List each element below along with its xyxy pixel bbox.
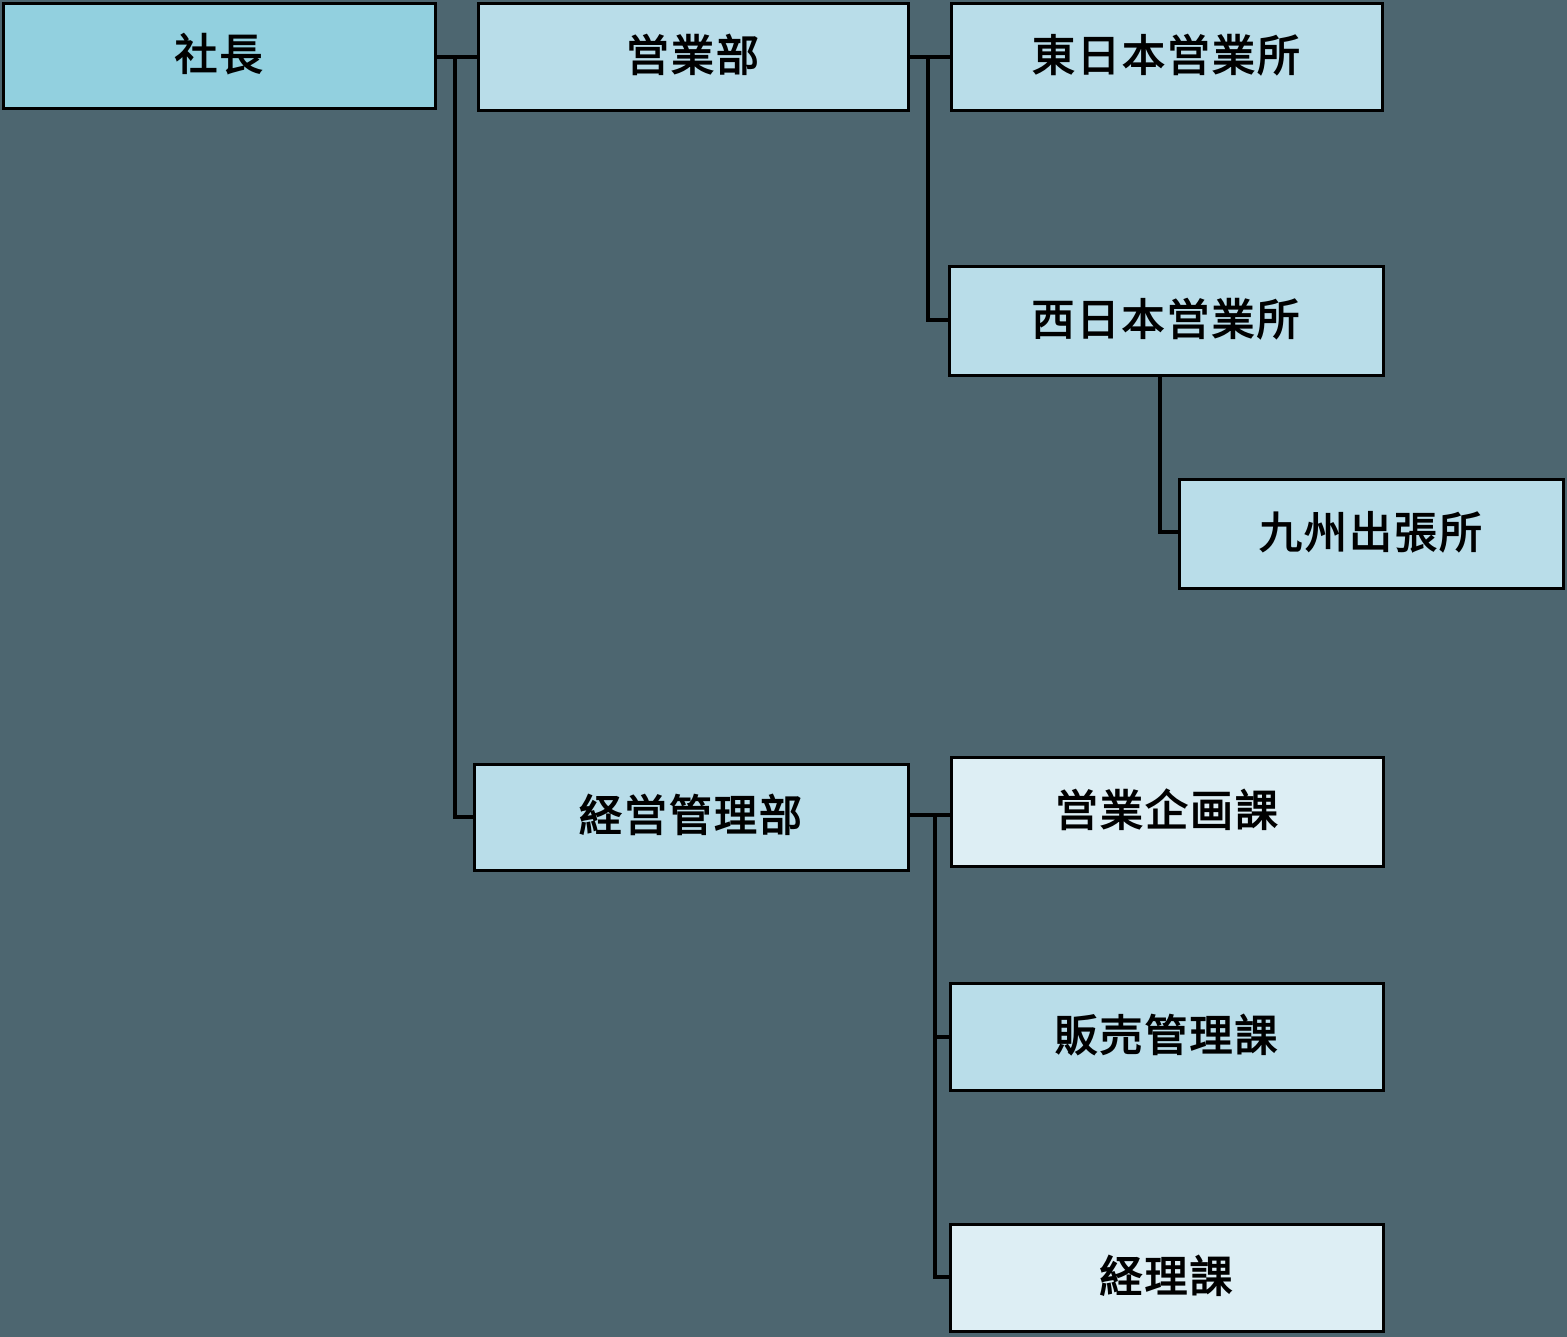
org-node-sales-dept-label: 営業部 <box>626 31 761 82</box>
org-node-sales-admin: 販売管理課 <box>949 982 1385 1092</box>
connector-sales-dept-to-west-japan-office <box>926 318 950 322</box>
connector-president-to-sales-dept <box>437 55 477 59</box>
org-node-management-dept: 経営管理部 <box>473 763 910 872</box>
org-node-accounting: 経理課 <box>949 1223 1385 1333</box>
org-node-sales-planning-label: 営業企画課 <box>1055 786 1280 837</box>
connector-west-japan-office-to-kyushu-branch <box>1158 530 1180 534</box>
org-node-accounting-label: 経理課 <box>1099 1252 1235 1303</box>
connector-sales-dept-to-east-japan-office <box>910 55 950 59</box>
connector-president-to-management-dept <box>453 815 475 819</box>
org-node-west-japan-office: 西日本営業所 <box>948 265 1385 377</box>
connector-sales-dept-trunk-vertical <box>926 55 930 322</box>
connector-west-japan-office-trunk-vertical <box>1158 377 1162 534</box>
org-node-president: 社長 <box>2 2 437 110</box>
org-node-president-label: 社長 <box>174 30 265 81</box>
org-node-west-japan-office-label: 西日本営業所 <box>1031 295 1302 346</box>
org-node-kyushu-branch: 九州出張所 <box>1178 478 1565 590</box>
connector-management-dept-trunk-vertical <box>933 813 937 1279</box>
org-node-kyushu-branch-label: 九州出張所 <box>1259 508 1484 559</box>
org-node-east-japan-office: 東日本営業所 <box>950 2 1384 112</box>
connector-management-dept-to-accounting <box>933 1275 951 1279</box>
connector-president-trunk-vertical <box>453 55 457 819</box>
org-node-east-japan-office-label: 東日本営業所 <box>1032 31 1302 82</box>
connector-management-dept-to-sales-planning <box>910 813 952 817</box>
org-node-management-dept-label: 経営管理部 <box>579 792 804 842</box>
connector-management-dept-to-sales-admin <box>933 1035 951 1039</box>
org-node-sales-admin-label: 販売管理課 <box>1054 1011 1280 1062</box>
org-node-sales-dept: 営業部 <box>477 2 910 112</box>
org-node-sales-planning: 営業企画課 <box>950 756 1385 868</box>
